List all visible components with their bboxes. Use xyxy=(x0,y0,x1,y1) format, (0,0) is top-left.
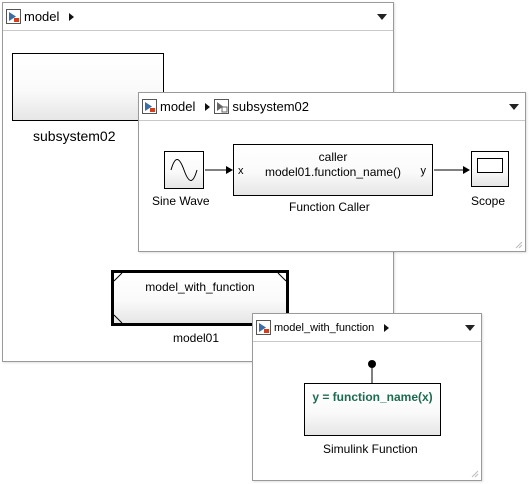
function-window: model_with_function y = function_name(x)… xyxy=(252,313,482,481)
corner-marker-icon xyxy=(277,273,286,282)
chevron-down-icon[interactable] xyxy=(509,104,519,110)
model-window-toolbar: model xyxy=(3,3,393,31)
breadcrumb-subsystem02-label: subsystem02 xyxy=(232,99,310,114)
sine-wave-label: Sine Wave xyxy=(152,194,210,208)
breadcrumb-model-with-function[interactable]: model_with_function xyxy=(256,320,374,335)
trigger-port-line xyxy=(368,360,376,383)
function-caller-block[interactable]: caller model01.function_name() x y xyxy=(233,144,433,196)
simulink-function-text: y = function_name(x) xyxy=(312,390,433,404)
breadcrumb-expand-icon[interactable] xyxy=(69,12,75,21)
scope-label: Scope xyxy=(471,194,506,208)
corner-marker-icon xyxy=(114,273,123,282)
breadcrumb-model-label: model xyxy=(160,99,196,114)
signal-lines xyxy=(205,166,470,174)
breadcrumb-separator-icon xyxy=(205,102,211,111)
function-caller-input-port: x xyxy=(238,165,244,177)
subsystem02-block[interactable] xyxy=(12,53,164,121)
breadcrumb-model-label: model xyxy=(24,9,60,24)
model-icon xyxy=(256,320,271,335)
chevron-down-icon[interactable] xyxy=(465,325,475,331)
function-caller-line2: model01.function_name() xyxy=(264,165,402,179)
function-window-toolbar: model_with_function xyxy=(253,314,481,342)
breadcrumb-model[interactable]: model xyxy=(6,9,59,24)
simulink-function-label: Simulink Function xyxy=(323,442,418,456)
model-icon xyxy=(6,9,21,24)
scope-block[interactable] xyxy=(471,151,509,187)
resize-grip-icon[interactable] xyxy=(513,239,523,249)
simulink-function-block[interactable]: y = function_name(x) xyxy=(304,383,441,436)
chevron-down-icon[interactable] xyxy=(377,14,387,20)
breadcrumb-model-with-function-label: model_with_function xyxy=(274,321,375,334)
subsystem02-block-label: subsystem02 xyxy=(33,128,116,144)
breadcrumb-expand-icon[interactable] xyxy=(384,323,390,332)
model01-block-text: model_with_function xyxy=(145,280,255,294)
sine-wave-icon xyxy=(170,159,198,181)
scope-display-icon xyxy=(477,158,503,173)
function-caller-label: Function Caller xyxy=(289,200,370,214)
breadcrumb-subsystem02[interactable]: subsystem02 xyxy=(214,99,309,114)
resize-grip-icon[interactable] xyxy=(469,468,479,478)
function-caller-output-port: y xyxy=(420,165,427,177)
subsystem-window-toolbar: model subsystem02 xyxy=(139,93,525,121)
model01-block-label: model01 xyxy=(173,331,220,345)
corner-marker-icon xyxy=(114,314,123,323)
subsystem-window: model subsystem02 Sine Wave caller model… xyxy=(138,92,526,252)
function-caller-line1: caller xyxy=(318,150,348,164)
breadcrumb-model[interactable]: model xyxy=(142,99,195,114)
model-icon xyxy=(142,99,157,114)
subsystem-icon xyxy=(214,99,230,114)
sine-wave-block[interactable] xyxy=(164,151,204,189)
